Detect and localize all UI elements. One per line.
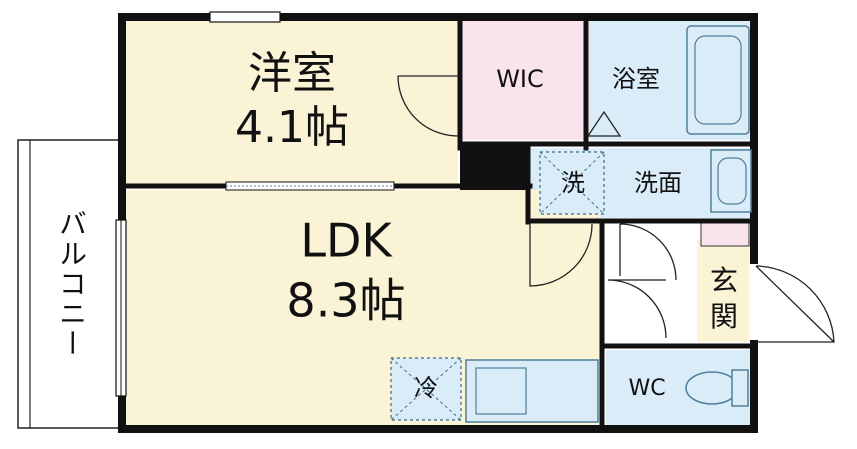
entrance-door-opening (749, 264, 759, 340)
western-room-name: 洋室 (248, 48, 336, 99)
washroom-label: 洗面 (634, 169, 682, 197)
ldk-size: 8.3帖 (286, 274, 405, 328)
refrigerator-label: 冷 (414, 374, 438, 402)
western-room-floor (122, 18, 458, 185)
shoe-cabinet (700, 221, 750, 247)
wic-floor (462, 18, 584, 140)
kitchen-counter (465, 359, 599, 423)
bathtub (686, 25, 750, 135)
bathroom-label: 浴室 (612, 65, 660, 93)
hallway-floor (603, 224, 697, 342)
wash-basin-bowl (717, 157, 747, 205)
wic-label: WIC (496, 65, 544, 93)
entrance-floor (697, 240, 751, 342)
door-swings (397, 75, 835, 343)
pipe-shaft (460, 144, 530, 190)
top-window (209, 11, 281, 23)
ldk-name: LDK (300, 214, 393, 268)
entrance-label-line2: 関 (710, 300, 738, 333)
balcony-label: バルコニー (55, 209, 88, 359)
western-room-size: 4.1帖 (235, 102, 349, 153)
toilet-tank (731, 369, 749, 407)
toilet-bowl (685, 371, 739, 405)
wash-basin (710, 149, 752, 213)
entrance-label-line1: 玄 (710, 264, 738, 297)
toilet-label: WC (628, 376, 665, 401)
washing-machine-diagonal-2 (539, 151, 605, 215)
refrigerator-spot (390, 357, 462, 421)
washing-machine-label: 洗 (561, 169, 585, 197)
balcony-area (17, 139, 121, 429)
bathtub-inner (694, 35, 742, 125)
kitchen-sink (475, 367, 527, 415)
